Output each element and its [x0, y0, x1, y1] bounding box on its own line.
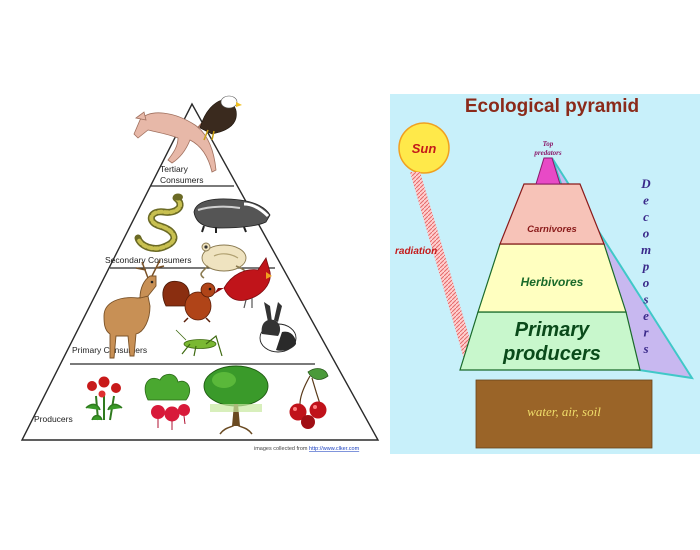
sun-label: Sun	[412, 141, 437, 156]
snake-icon	[134, 193, 184, 252]
herbivores-label: Herbivores	[521, 275, 584, 289]
level-top-predators	[535, 157, 561, 185]
image-credit: images collected from http://www.clker.c…	[254, 446, 360, 452]
decomposers-letter: r	[643, 325, 649, 340]
primary-producers-label: Primary	[515, 319, 590, 341]
carnivores-label: Carnivores	[527, 224, 577, 235]
tree-icon	[203, 365, 269, 435]
badger-icon	[193, 198, 271, 233]
top-predators-label: predators	[533, 149, 562, 157]
flower-plant-icon	[85, 376, 123, 421]
decomposers-letter: e	[643, 308, 649, 323]
radiation-beam	[410, 172, 478, 366]
radish-icon	[144, 373, 191, 430]
decomposers-letter: s	[642, 341, 648, 356]
level-carnivores	[499, 183, 605, 245]
decomposers-letter: s	[642, 292, 648, 307]
rabbit-icon	[259, 302, 297, 353]
eagle-icon	[199, 95, 242, 141]
credit-prefix: images collected from	[254, 446, 309, 452]
frog-icon	[200, 242, 248, 279]
base-water-air-soil	[475, 379, 653, 449]
decomposers-letter: o	[643, 226, 650, 241]
ecological-pyramid-right: Ecological pyramid Sun radiation water, …	[390, 94, 700, 454]
base-label: water, air, soil	[527, 404, 601, 419]
credit-link[interactable]: http://www.clker.com	[309, 446, 360, 452]
top-predators-label: Top	[543, 140, 554, 148]
cherries-icon	[289, 368, 329, 429]
decomposers-letter: m	[641, 242, 651, 257]
deer-icon	[103, 259, 165, 359]
radiation-label: radiation	[395, 246, 437, 257]
tier-label-producers: Producers	[34, 414, 73, 424]
decomposers-letter: p	[642, 259, 650, 274]
decomposers-letter: o	[643, 275, 650, 290]
decomposers-letter: c	[643, 209, 649, 224]
pyramid-outline	[20, 102, 380, 441]
tier-label-tertiary: Consumers	[160, 175, 203, 185]
tier-label-tertiary: Tertiary	[160, 164, 189, 174]
squirrel-icon	[162, 280, 216, 323]
decomposers-letter: e	[643, 193, 649, 208]
decomposers-letter: D	[640, 176, 651, 191]
pyramid-title: Ecological pyramid	[465, 96, 639, 117]
primary-producers-label: producers	[502, 343, 601, 365]
cardinal-icon	[214, 257, 272, 309]
tier-label-secondary: Secondary Consumers	[105, 255, 191, 265]
food-pyramid-left: Tertiary Consumers Secondary Consumers P…	[20, 95, 380, 452]
grasshopper-icon	[175, 329, 223, 357]
sun-icon	[398, 122, 450, 174]
